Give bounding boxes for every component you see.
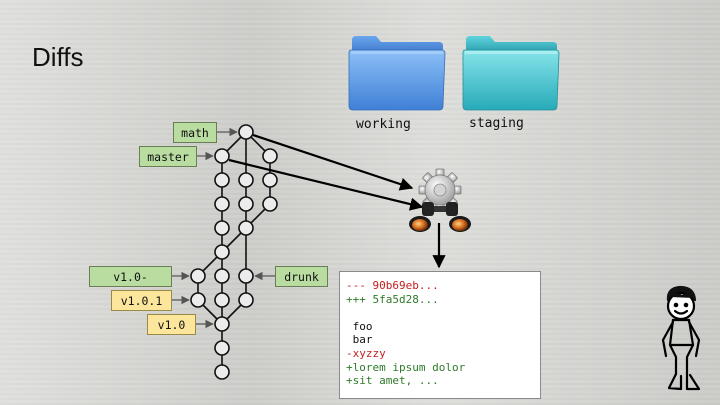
branch-tag-math: math [173,122,217,143]
diff-line: --- 90b69eb... [346,279,439,292]
commit-node [238,172,254,188]
diff-line: +lorem ipsum dolor [346,360,466,374]
diff-line: +sit amet, ... [346,374,439,388]
branch-tag-master: master [139,146,197,167]
commit-node [214,172,230,188]
commit-graph-nodes [190,124,278,380]
folder-label-working: working [356,117,411,132]
diff-output-panel: --- 90b69eb... +++ 5fa5d28... foo bar -x… [339,271,541,399]
diff-line: foo [346,319,373,333]
folder-teal-icon [462,36,560,111]
diff-line: +++ 5fa5d28... [346,292,439,306]
diff-input-arrows [228,133,446,269]
slide-title: Diffs [32,42,84,72]
diff-line [346,306,540,320]
commit-node [190,268,206,284]
folder-label-staging: staging [469,116,524,131]
commit-node [262,172,278,188]
branch-tag-drunk: drunk [275,266,328,287]
commit-node [214,220,230,236]
release-tag-v1.0.1: v1.0.1 [111,290,172,311]
commit-node [238,268,254,284]
diff-line: bar [346,333,373,347]
branch-tag-v1.0-maint: v1.0-maint [89,266,172,305]
commit-node [214,364,230,380]
commit-node [238,220,254,236]
commit-node [190,292,206,308]
stick-figure-icon [661,285,701,391]
commit-node [262,196,278,212]
diff-line: -xyzzy [346,346,386,360]
commit-node [214,244,230,260]
commit-node [214,268,230,284]
commit-node [238,292,254,308]
commit-node [214,148,230,164]
gear-binoculars-icon [409,168,471,232]
commit-node [214,316,230,332]
commit-node [238,124,254,140]
folder-blue-icon [348,36,446,111]
tag-pointers [172,127,275,329]
release-tag-v1.0: v1.0 [147,314,196,335]
commit-node [238,196,254,212]
commit-node [214,340,230,356]
commit-node [262,148,278,164]
commit-node [214,196,230,212]
commit-node [214,292,230,308]
